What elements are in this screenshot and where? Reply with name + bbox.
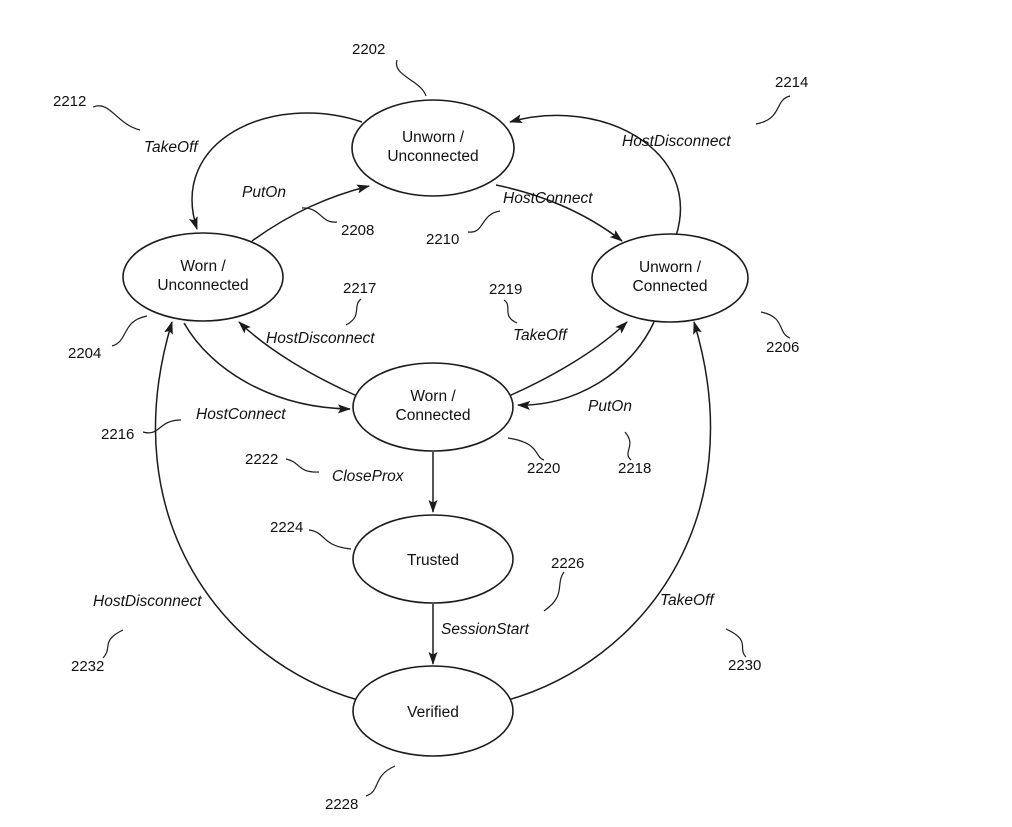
- leader-squiggle-2208: [301, 207, 338, 223]
- state-unworn-unconnected: Unworn / Unconnected: [351, 99, 515, 197]
- leader-squiggle-2216: [142, 419, 182, 434]
- leader-squiggle-2226: [543, 571, 565, 612]
- state-worn-unconnected: Worn / Unconnected: [122, 232, 284, 322]
- transition-label-hostdisconnect-long: HostDisconnect: [93, 593, 202, 610]
- transition-arrow-takeoff-top: [189, 112, 363, 230]
- ref-2230: 2230: [728, 657, 761, 674]
- transition-arrow-hostconnect-top: [495, 184, 623, 242]
- ref-2216: 2216: [101, 426, 134, 443]
- transition-label-takeoff-long: TakeOff: [660, 592, 715, 609]
- leader-squiggle-2219: [503, 299, 518, 324]
- transition-label-takeoff-top: TakeOff: [144, 139, 199, 156]
- reference-numerals: 2202 2212 2214 2208 2210 2204 2206 2217 …: [53, 41, 808, 813]
- ref-2208: 2208: [341, 222, 374, 239]
- states: Unworn / Unconnected Worn / Unconnected …: [122, 99, 749, 757]
- leader-squiggle-2206: [760, 311, 791, 339]
- ref-2202: 2202: [352, 41, 385, 58]
- transition-label-hostconnect-mid: HostConnect: [196, 406, 286, 423]
- ref-2232: 2232: [71, 658, 104, 675]
- leader-squiggle-2212: [92, 105, 141, 131]
- state-label-line2: Connected: [633, 278, 708, 295]
- leader-squiggle-2214: [755, 95, 791, 125]
- state-ellipse: [122, 232, 284, 322]
- ref-2224: 2224: [270, 519, 303, 536]
- transition-label-hostdisconnect-mid: HostDisconnect: [266, 330, 375, 347]
- state-trusted: Trusted: [352, 514, 514, 604]
- ref-2217: 2217: [343, 280, 376, 297]
- ref-2210: 2210: [426, 231, 459, 248]
- leader-squiggle-2204: [111, 315, 148, 347]
- leader-squiggle-2220: [507, 437, 545, 461]
- transition-label-puton-top: PutOn: [242, 184, 286, 201]
- state-ellipse: [352, 514, 514, 604]
- state-label-line2: Connected: [396, 407, 471, 424]
- ref-2218: 2218: [618, 460, 651, 477]
- leader-squiggle-2230: [725, 628, 747, 658]
- state-label-line1: Trusted: [407, 552, 459, 569]
- ref-2226: 2226: [551, 555, 584, 572]
- transition-label-hostconnect-top: HostConnect: [503, 190, 593, 207]
- ref-2212: 2212: [53, 93, 86, 110]
- ref-2219: 2219: [489, 281, 522, 298]
- transition-arrow-hostdisconnect-top: [509, 114, 682, 237]
- leader-squiggle-2232: [102, 629, 124, 659]
- transition-labels: TakeOff PutOn HostConnect HostDisconnect…: [93, 133, 731, 638]
- transition-arrow-takeoff-long: [507, 321, 712, 701]
- leader-squiggle-2224: [308, 529, 352, 550]
- ref-2206: 2206: [766, 339, 799, 356]
- state-label-line1: Unworn /: [639, 259, 702, 276]
- ref-2222: 2222: [245, 451, 278, 468]
- transition-arrow-hostconnect-mid: [183, 322, 351, 414]
- state-worn-connected: Worn / Connected: [352, 362, 514, 452]
- transition-arrow-puton-mid: [517, 321, 655, 410]
- ref-2220: 2220: [527, 460, 560, 477]
- state-unworn-connected: Unworn / Connected: [591, 233, 749, 323]
- state-label-line2: Unconnected: [157, 277, 248, 294]
- state-ellipse: [351, 99, 515, 197]
- ref-2204: 2204: [68, 345, 101, 362]
- state-ellipse: [352, 665, 514, 757]
- leader-squiggle-2228: [365, 765, 396, 797]
- state-label-line1: Verified: [407, 704, 459, 721]
- state-ellipse: [352, 362, 514, 452]
- leader-squiggle-2210: [467, 210, 501, 233]
- leader-lines: [92, 59, 791, 797]
- state-ellipse: [591, 233, 749, 323]
- transition-arrow-takeoff-mid: [508, 321, 628, 397]
- transition-arrow-hostdisconnect-mid: [238, 321, 358, 397]
- leader-squiggle-2217: [345, 298, 362, 326]
- transition-label-hostdisconnect-top: HostDisconnect: [622, 133, 731, 150]
- state-label-line1: Worn /: [410, 388, 456, 405]
- transition-arrow-hostdisconnect-long: [154, 321, 359, 701]
- transition-label-puton-mid: PutOn: [588, 398, 632, 415]
- transition-arrow-puton-top: [251, 184, 370, 242]
- state-label-line1: Worn /: [180, 258, 226, 275]
- state-label-line1: Unworn /: [402, 129, 465, 146]
- leader-squiggle-2202: [396, 59, 427, 97]
- leader-squiggle-2222: [285, 458, 320, 473]
- transition-arrows: [154, 112, 712, 701]
- ref-2214: 2214: [775, 74, 808, 91]
- state-label-line2: Unconnected: [387, 148, 478, 165]
- ref-2228: 2228: [325, 796, 358, 813]
- transition-label-takeoff-mid: TakeOff: [513, 327, 568, 344]
- state-verified: Verified: [352, 665, 514, 757]
- leader-squiggle-2218: [624, 431, 632, 461]
- transition-label-sessionstart: SessionStart: [441, 621, 530, 638]
- transition-label-closeprox: CloseProx: [332, 468, 405, 485]
